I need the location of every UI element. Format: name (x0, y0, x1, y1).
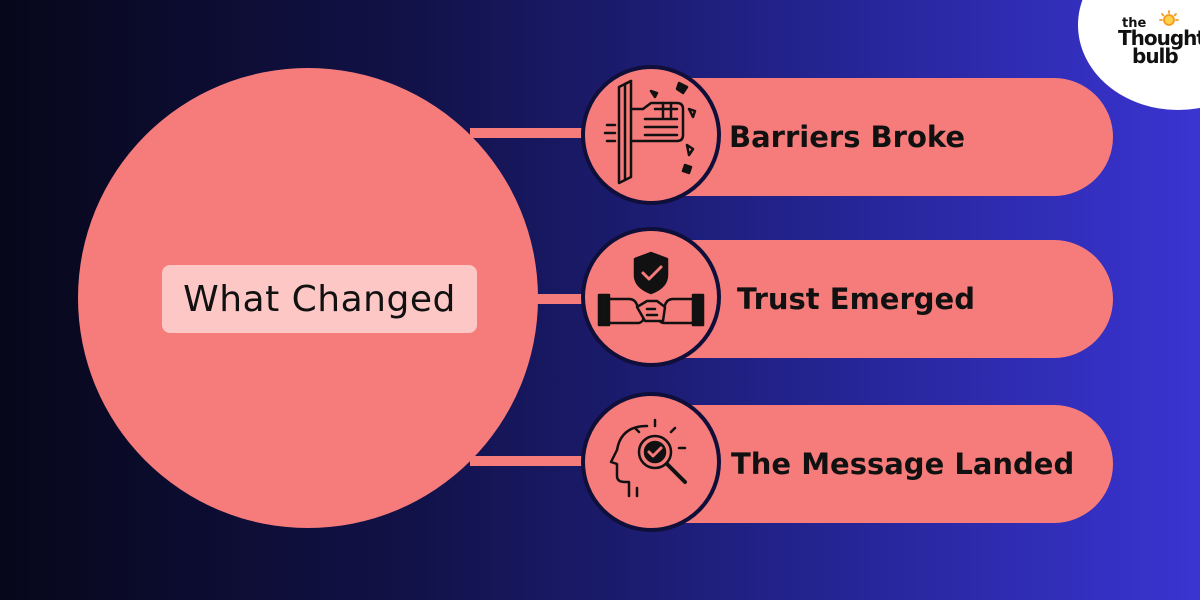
item-icon-circle (581, 227, 721, 367)
item-label-barriers-broke: Barriers Broke (729, 120, 966, 154)
connector-top (470, 128, 610, 138)
connector-middle (520, 294, 610, 304)
center-label-box: What Changed (162, 265, 477, 333)
center-label: What Changed (183, 278, 456, 320)
item-pill-message-landed: The Message Landed (581, 392, 1113, 532)
logo-text-line1: the (1122, 16, 1147, 31)
item-icon-circle (581, 65, 721, 205)
item-label-trust-emerged: Trust Emerged (737, 282, 975, 316)
item-pill-barriers-broke: Barriers Broke (581, 65, 1113, 205)
item-label-message-landed: The Message Landed (731, 447, 1075, 481)
logo-text-line3: bulb (1132, 44, 1179, 68)
connector-bottom (470, 456, 610, 466)
handshake-shield-icon (597, 251, 705, 327)
item-icon-circle (581, 392, 721, 532)
item-pill-trust-emerged: Trust Emerged (581, 227, 1113, 367)
fist-breaking-wall-icon (603, 79, 697, 185)
logo-text-line2: Thought (1118, 26, 1200, 50)
head-magnifier-check-icon (609, 418, 687, 498)
lightbulb-icon (1159, 10, 1179, 26)
